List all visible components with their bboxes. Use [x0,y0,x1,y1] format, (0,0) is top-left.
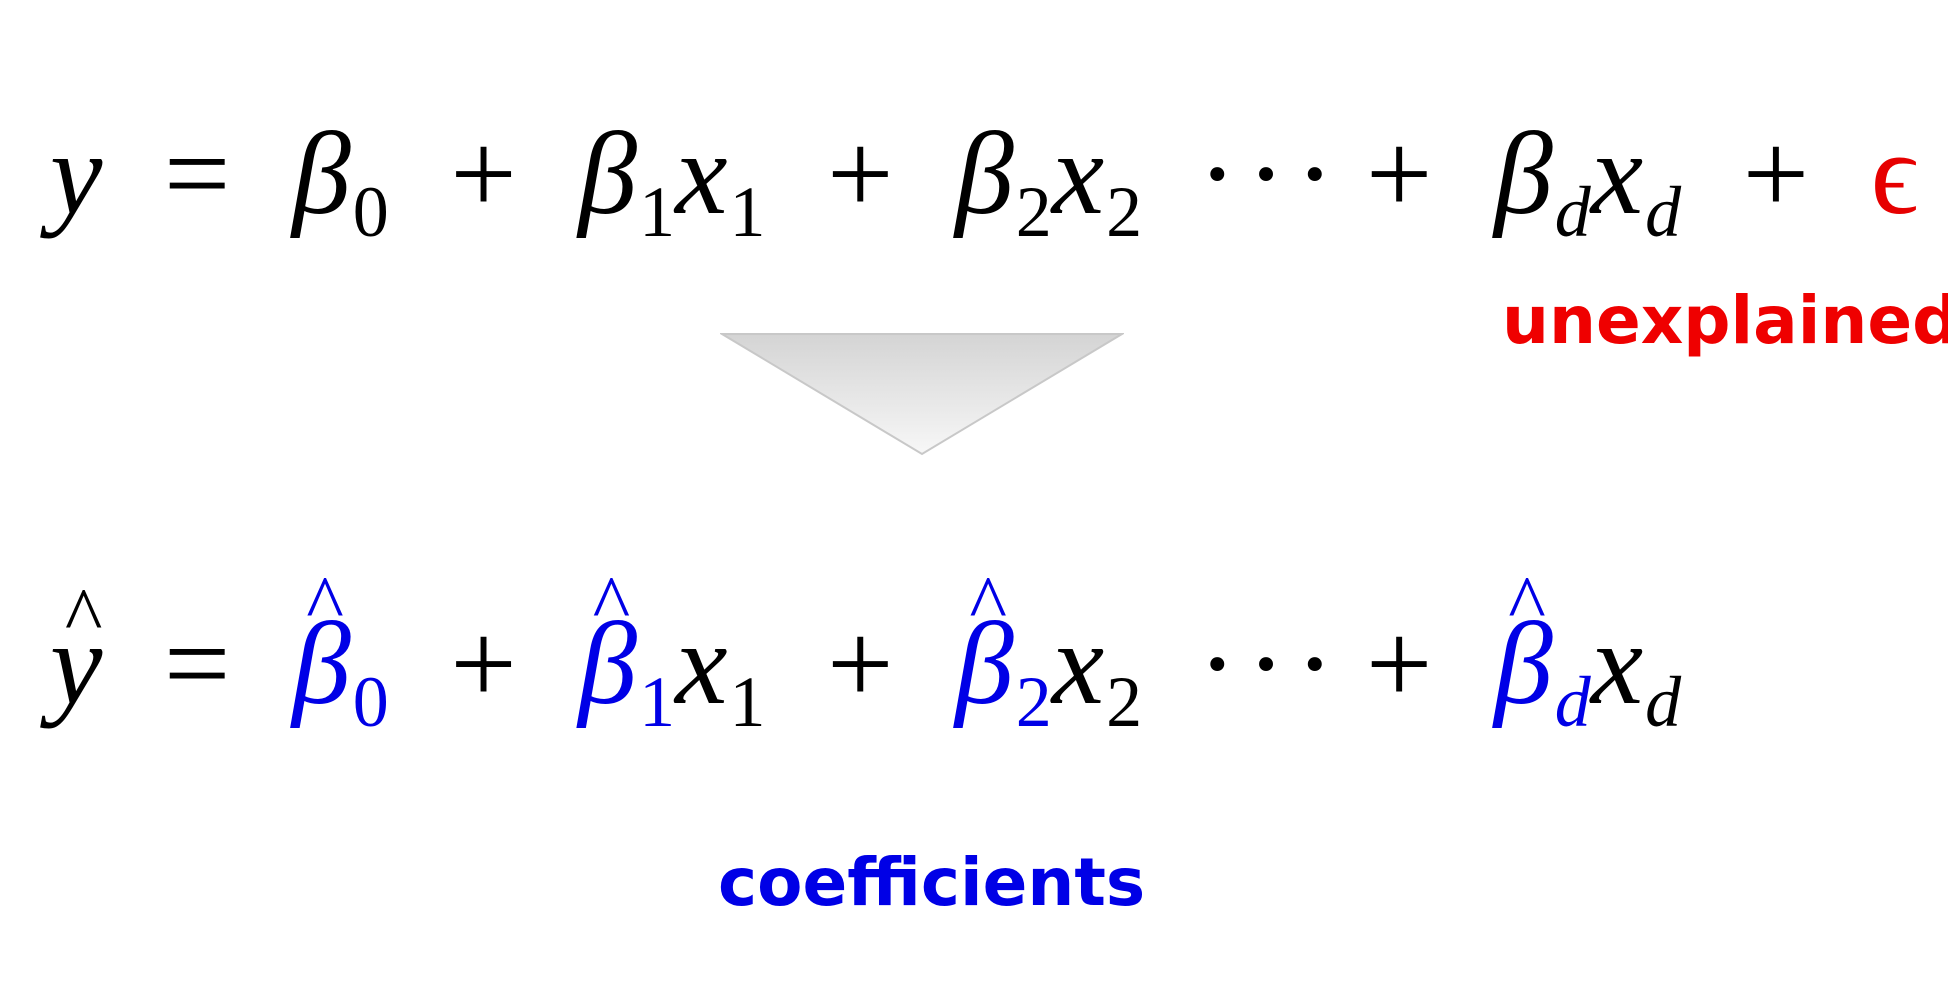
beta-hat: β^ [578,565,637,723]
equals-sign: = [163,598,231,729]
beta-symbol: β [1493,598,1553,729]
subscript: d [1554,172,1591,253]
coefficients-label: coefficients [718,844,1146,921]
beta-hat: β^ [292,565,351,723]
down-triangle-arrow-icon [720,333,1124,456]
beta-symbol: β [955,108,1014,239]
plus-sign: + [826,598,894,729]
subscript: 1 [729,662,766,743]
term-1: β1x1 [578,108,795,249]
fitted-term-1: β^1x1 [578,565,795,738]
x-variable: x [675,598,728,729]
x-variable: x [1590,108,1644,239]
x-variable: x [1051,598,1105,729]
ellipsis: ··· [1197,598,1344,729]
beta-symbol: β [1493,108,1553,239]
beta-symbol: β [955,598,1014,729]
subscript: 2 [1106,172,1143,253]
subscript: 0 [352,172,389,253]
plus-sign: + [1742,108,1810,239]
response-variable: y [50,108,103,239]
beta-symbol: β [291,108,351,239]
estimated-intercept: β^0 [292,565,418,738]
term-d: βdxd [1493,108,1711,249]
error-term: ϵ [1870,108,1919,239]
beta-symbol: β [578,108,638,239]
plus-sign: + [450,108,517,239]
x-variable: x [1051,108,1105,239]
true-model-equation: y = β0 + β1x1 + β2x2 ···+ βdxd + ϵ [50,115,1918,249]
fitted-model-equation: y^ = β^0 + β^1x1 + β^2x2 ···+ β^dxd [50,565,1681,738]
y-symbol: y [50,598,103,729]
beta-symbol: β [291,598,351,729]
plus-sign: + [1365,108,1433,239]
subscript: 1 [729,172,766,253]
hat-accent: ^ [1508,561,1546,649]
x-variable: x [675,108,728,239]
plus-sign: + [826,108,894,239]
subscript: 2 [1106,662,1143,743]
beta-hat: β^ [955,565,1014,723]
fitted-term-d: β^dxd [1494,565,1681,738]
fitted-term-2: β^2x2 [955,565,1172,738]
arrow-shape [720,333,1124,456]
intercept-term: β0 [291,108,418,249]
equals-sign: = [163,108,231,239]
hat-accent: ^ [969,561,1007,649]
subscript: 1 [639,172,676,253]
hat-accent: ^ [64,573,103,661]
subscript: d [1645,172,1682,253]
beta-symbol: β [578,598,638,729]
subscript: 1 [639,662,676,743]
x-variable: x [1590,598,1644,729]
ellipsis: ··· [1197,108,1344,239]
beta-hat: β^ [1494,565,1553,723]
subscript: 2 [1015,172,1052,253]
subscript: d [1554,662,1591,743]
hat-accent: ^ [306,561,344,649]
unexplained-label: unexplained [1502,282,1948,359]
subscript: 0 [352,662,389,743]
term-2: β2x2 [955,108,1172,249]
predicted-response: y^ [50,577,102,723]
subscript: 2 [1015,662,1052,743]
hat-accent: ^ [592,561,631,649]
plus-sign: + [450,598,517,729]
plus-sign: + [1365,598,1433,729]
subscript: d [1645,662,1682,743]
